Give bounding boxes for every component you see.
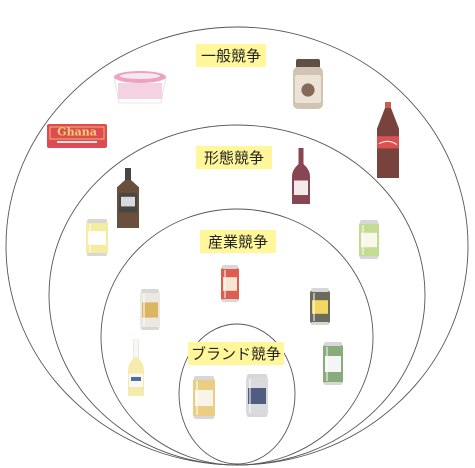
chocolate-bar-icon: Ghana [47, 124, 107, 148]
product-images: Ghana [47, 59, 399, 419]
whiskey-bottle-icon [117, 168, 139, 228]
label-general-text: 一般競争 [201, 47, 261, 65]
sapporo-can-icon [140, 289, 160, 330]
label-brand: ブランド競争 [188, 342, 284, 365]
yona-yona-can-icon [310, 288, 330, 325]
highball-can-icon [86, 219, 108, 256]
ghana-wordmark: Ghana [57, 126, 97, 139]
label-brand-text: ブランド競争 [191, 345, 281, 363]
green-mountain-can-icon [323, 342, 343, 385]
asahi-super-dry-can-icon [246, 374, 268, 417]
green-beer-can-icon [359, 220, 379, 259]
cola-bottle-icon [377, 102, 399, 178]
wine-bottle-icon [292, 148, 310, 204]
ring-industry [100, 208, 374, 466]
corona-bottle-icon [128, 339, 144, 396]
label-general: 一般競争 [196, 44, 266, 67]
ice-cream-tub-icon [113, 71, 167, 104]
label-form: 形態競争 [196, 146, 272, 169]
kirin-ichiban-can-icon [193, 376, 215, 419]
label-industry: 産業競争 [200, 230, 276, 253]
ring-brand [178, 323, 296, 465]
label-form-text: 形態競争 [204, 149, 264, 167]
label-industry-text: 産業競争 [208, 233, 268, 251]
red-chuhai-can-icon [221, 265, 239, 302]
coffee-jar-icon [293, 59, 323, 109]
